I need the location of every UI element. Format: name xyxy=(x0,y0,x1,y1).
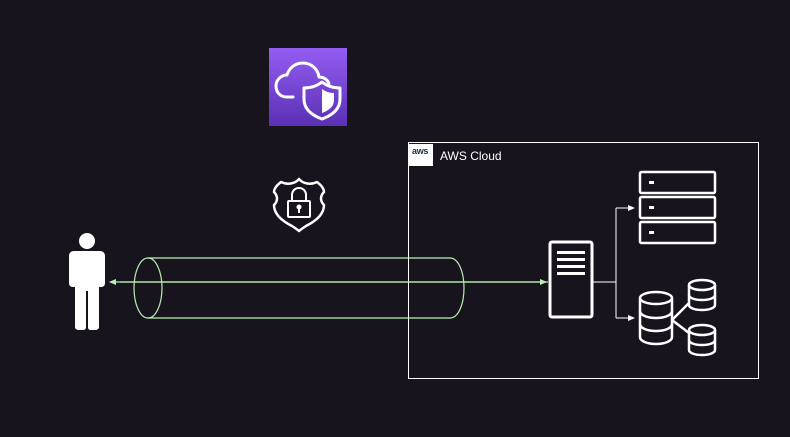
aws-logo-icon: aws xyxy=(409,144,433,166)
branch-connectors xyxy=(593,205,635,321)
encrypted-tunnel xyxy=(133,257,465,319)
server-icon xyxy=(548,240,594,319)
user-icon xyxy=(69,233,105,330)
lock-badge-icon xyxy=(272,177,326,233)
aws-cloud-group xyxy=(408,142,759,379)
aws-logo-label: aws xyxy=(412,146,429,156)
storage-rack-icon xyxy=(638,170,717,245)
cloud-shield-icon xyxy=(269,48,347,126)
aws-cloud-label: AWS Cloud xyxy=(440,149,502,163)
database-cluster-icon xyxy=(638,278,717,357)
